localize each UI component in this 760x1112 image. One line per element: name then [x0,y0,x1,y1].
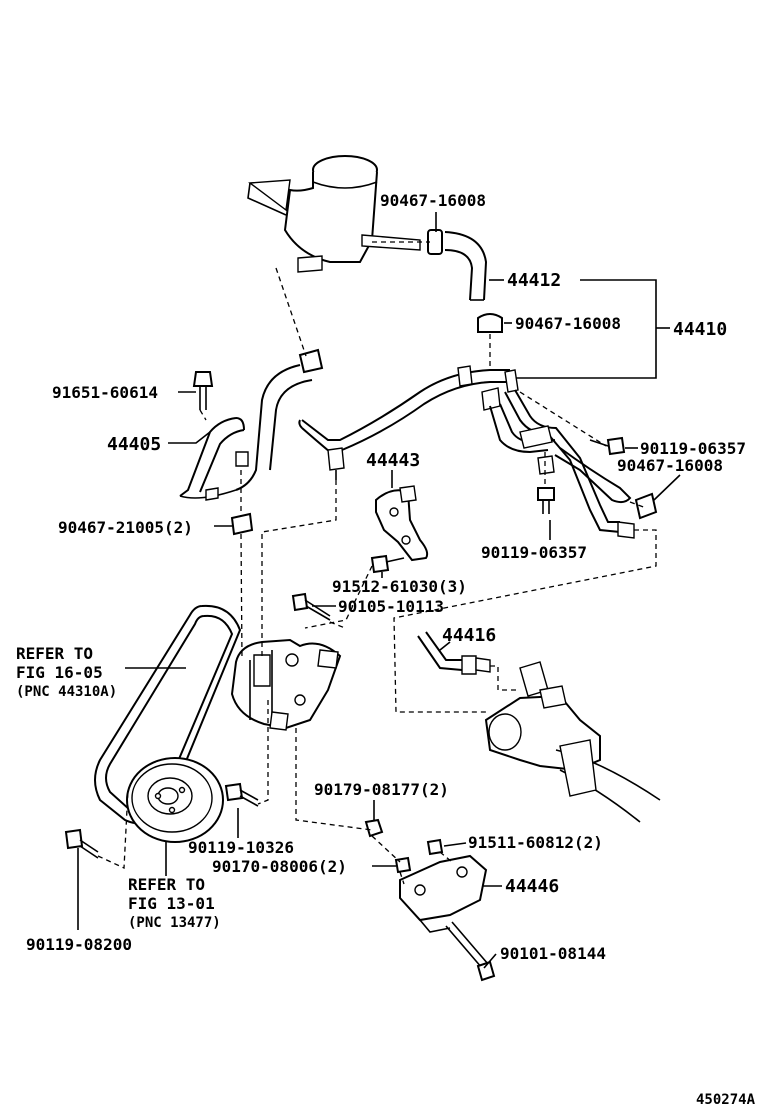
label-90101-08144: 90101-08144 [500,944,606,963]
clamp-2 [477,313,503,333]
ref2-line1: REFER TO [128,875,205,894]
bolt-90119-10326 [224,782,259,807]
clamp-4 [230,512,254,536]
crankshaft-pulley [126,757,224,843]
steering-gear [484,661,661,823]
bolt-90119-06357-upper [589,436,626,456]
clamp-3 [298,348,324,374]
label-90467-16008-top: 90467-16008 [380,191,486,210]
hose-44405 [179,364,313,501]
label-91511-60812: 91511-60812(2) [468,833,603,852]
label-90119-06357-upper: 90119-06357 [640,439,746,458]
bolt-90105 [291,592,331,621]
connection-lines [97,241,657,885]
reference-labels: REFER TO FIG 16-05 (PNC 44310A) REFER TO… [16,644,221,931]
label-90119-10326: 90119-10326 [188,838,294,857]
hose-44412 [444,231,488,301]
ref2-line3: (PNC 13477) [128,915,221,931]
label-90170-08006: 90170-08006(2) [212,857,347,876]
bolt-91651 [192,371,214,410]
power-steering-pump [230,638,342,731]
bolt-91512 [370,554,405,574]
bolt-91511 [426,838,444,856]
clamp-5 [634,492,658,520]
label-90467-21005: 90467-21005(2) [58,518,193,537]
bolt-90119-08200 [64,828,99,859]
nut-90170 [394,856,412,874]
bracket-44443 [375,485,429,562]
label-90119-06357-lower: 90119-06357 [481,543,587,562]
ref1-line1: REFER TO [16,644,93,663]
label-90179-08177: 90179-08177(2) [314,780,449,799]
leader-lines [77,212,681,969]
bolt-90119-06357-lower [537,487,555,514]
ref2-line2: FIG 13-01 [128,894,215,913]
label-44443: 44443 [366,450,420,471]
ref1-line3: (PNC 44310A) [16,684,117,700]
label-90105-10113: 90105-10113 [338,597,444,616]
drive-belt [94,604,242,825]
reservoir-tank [247,155,421,273]
pipe-44416 [417,631,491,675]
label-44410: 44410 [673,319,727,340]
label-44446: 44446 [505,876,559,897]
ref1-line2: FIG 16-05 [16,663,103,682]
label-44412: 44412 [507,270,561,291]
clamp-1 [427,229,443,255]
part-labels: 90467-16008 44412 90467-16008 44410 9165… [26,191,746,963]
label-91651-60614: 91651-60614 [52,383,158,402]
bracket-44446 [399,854,488,933]
label-44405: 44405 [107,434,161,455]
figure-id: 450274A [696,1092,756,1108]
bolt-90101 [445,921,496,982]
nut-90179 [364,818,384,838]
label-91512-61030: 91512-61030(3) [332,577,467,596]
label-44416: 44416 [442,625,496,646]
label-90467-16008-mid: 90467-16008 [515,314,621,333]
label-90467-16008-right: 90467-16008 [617,456,723,475]
pressure-line [298,365,635,539]
label-90119-08200: 90119-08200 [26,935,132,954]
